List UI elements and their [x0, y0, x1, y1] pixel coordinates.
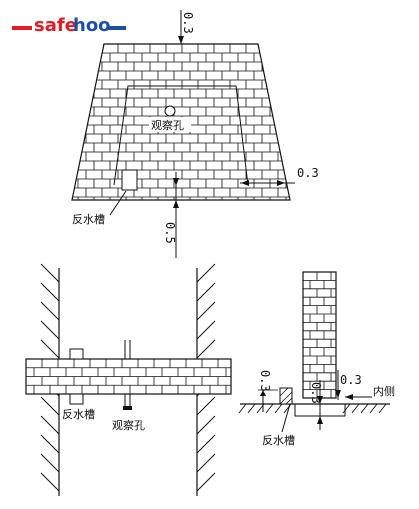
ground-hatch-stroke — [351, 403, 360, 414]
inside-label: 内侧 — [373, 384, 395, 398]
sec-dim-left-label: 0.3 — [258, 370, 272, 392]
right-wall-hatch-stroke — [196, 301, 216, 321]
pipe-cap — [123, 406, 132, 410]
front-elevation-outline — [71, 43, 291, 201]
section-wall-bricks — [303, 272, 336, 398]
logo-text-safe: safe — [34, 15, 77, 36]
plan-slot-label: 反水槽 — [62, 408, 95, 421]
dim-label-bottom: 0.5 — [163, 222, 177, 244]
plan-slot-top — [69, 348, 84, 360]
plan-slot-bottom — [69, 393, 84, 405]
dim-label-right: 0.3 — [297, 166, 319, 180]
right-wall-hatch-stroke — [196, 396, 216, 416]
ground-hatch-stroke — [360, 403, 369, 414]
left-wall-hatch-stroke — [40, 396, 60, 416]
plan-brick-band-outline — [25, 358, 232, 395]
window-label: 观察孔 — [151, 118, 184, 132]
front-elevation: 观察孔 0.3 0.3 0.5 反水槽 — [71, 10, 319, 258]
sec-dim-mid-arrow-a — [317, 396, 323, 404]
plan-brick-band — [26, 359, 231, 394]
left-wall-hatch-stroke — [40, 301, 60, 321]
front-elevation-bricks — [72, 44, 290, 200]
left-wall-hatch — [40, 263, 60, 492]
plan-window-label: 观察孔 — [112, 418, 145, 432]
sec-dim-mid-arrow-b — [317, 416, 323, 424]
ground-hatch-stroke — [238, 403, 247, 414]
ground-hatch-stroke — [265, 403, 274, 414]
site-logo: safe hoo — [12, 15, 126, 36]
left-wall-hatch-stroke — [40, 320, 60, 340]
slot-leader — [109, 190, 127, 216]
arrow-bottom-up — [173, 178, 179, 186]
plan-window-label-bg — [110, 418, 152, 432]
right-wall-hatch-stroke — [196, 339, 216, 359]
ground-hatch-stroke — [378, 403, 387, 414]
left-wall-hatch-stroke — [40, 339, 60, 359]
left-wall-hatch-stroke — [40, 415, 60, 435]
right-wall-hatch-stroke — [196, 453, 216, 473]
ground-hatch-stroke — [274, 403, 283, 414]
arrow-top — [178, 36, 184, 44]
dim-label-top: 0.3 — [181, 12, 195, 34]
slot-hatch-3 — [285, 397, 293, 405]
section-view: 0.3 0.3 0.3 内侧 反水槽 — [238, 271, 395, 447]
sec-dim-right-label: 0.3 — [340, 373, 362, 387]
slot-hatch-1 — [279, 387, 289, 397]
left-wall-hatch-stroke — [40, 263, 60, 283]
sec-dim-right-arrow — [335, 390, 341, 398]
sec-slot-label: 反水槽 — [262, 434, 295, 447]
sec-slot-leader — [281, 403, 291, 433]
left-wall-hatch-stroke — [40, 434, 60, 454]
left-wall-hatch-stroke — [40, 453, 60, 473]
ground-hatch-stroke — [247, 403, 256, 414]
inner-opening-outline — [113, 85, 249, 186]
right-wall-hatch-stroke — [196, 320, 216, 340]
right-wall-hatch-stroke — [196, 263, 216, 283]
arrow-bottom-down — [173, 200, 179, 208]
inside-arrow — [345, 394, 353, 400]
window-label-bg — [149, 117, 191, 132]
right-wall-hatch-stroke — [196, 472, 216, 492]
observation-hole — [164, 105, 176, 117]
sec-dim-mid-label: 0.3 — [309, 382, 323, 404]
plan-view: 反水槽 观察孔 — [25, 263, 232, 496]
ground-hatch-stroke — [342, 403, 351, 414]
slot-hatch-2 — [279, 391, 293, 405]
sec-dim-left-arrow — [260, 390, 266, 396]
left-wall-hatch-stroke — [40, 282, 60, 302]
right-wall-hatch-stroke — [196, 282, 216, 302]
right-wall-hatch-stroke — [196, 415, 216, 435]
right-wall-hatch-stroke — [196, 434, 216, 454]
logo-text-hoo: hoo — [73, 15, 111, 36]
arrow-right-left — [241, 180, 249, 186]
left-wall-hatch-stroke — [40, 472, 60, 492]
ground-hatch-stroke — [369, 403, 378, 414]
arrow-right-right — [277, 180, 285, 186]
backwater-slot — [121, 169, 138, 191]
logo-bar-right — [108, 26, 126, 30]
plan-slot-label-bg — [60, 407, 100, 421]
ground-hatch — [238, 403, 387, 414]
logo-bar-left — [12, 26, 32, 30]
slot-label: 反水槽 — [72, 213, 105, 226]
